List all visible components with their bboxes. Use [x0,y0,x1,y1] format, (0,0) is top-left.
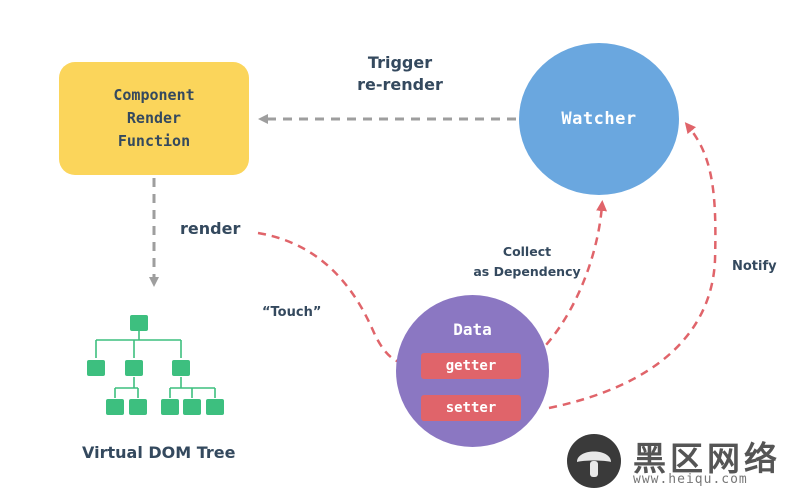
trigger-rerender-label: Trigger re-render [340,52,460,96]
component-line-3: Function [117,132,191,150]
watermark-url: www.heiqu.com [633,472,748,487]
collect-line-2: as Dependency [473,264,581,279]
collect-line-1: Collect [502,244,552,259]
vdom-node [172,360,190,376]
data-label: Data [453,320,492,339]
touch-label: “Touch” [262,305,322,320]
getter-pill: getter [421,353,521,379]
vdom-node [161,399,179,415]
vdom-node [125,360,143,376]
vdom-node [206,399,224,415]
mushroom-logo-icon [567,434,621,488]
watcher-label: Watcher [561,109,637,129]
watermark-title: 黑区网络 [633,439,781,478]
render-label: render [180,219,241,238]
vdom-node [87,360,105,376]
data-circle: Data getter setter [396,295,549,447]
setter-pill: setter [421,395,521,421]
trigger-line-1: Trigger [367,53,433,72]
component-render-function-box: Component Render Function [59,62,249,175]
component-line-2: Render [126,109,182,127]
edge-touch [257,231,419,371]
component-line-1: Component [113,86,195,104]
vdom-node [129,399,147,415]
collect-dependency-label: Collect as Dependency [472,242,582,282]
watermark: 黑区网络 www.heiqu.com [567,432,795,492]
vdom-nodes [87,315,224,415]
trigger-line-2: re-render [357,75,443,94]
watcher-circle: Watcher [519,43,679,195]
vdom-node [183,399,201,415]
vdom-node [130,315,148,331]
virtual-dom-tree-label: Virtual DOM Tree [82,443,236,462]
virtual-dom-tree [95,324,216,398]
notify-label: Notify [732,259,777,274]
vdom-node [106,399,124,415]
edge-notify [548,122,717,410]
